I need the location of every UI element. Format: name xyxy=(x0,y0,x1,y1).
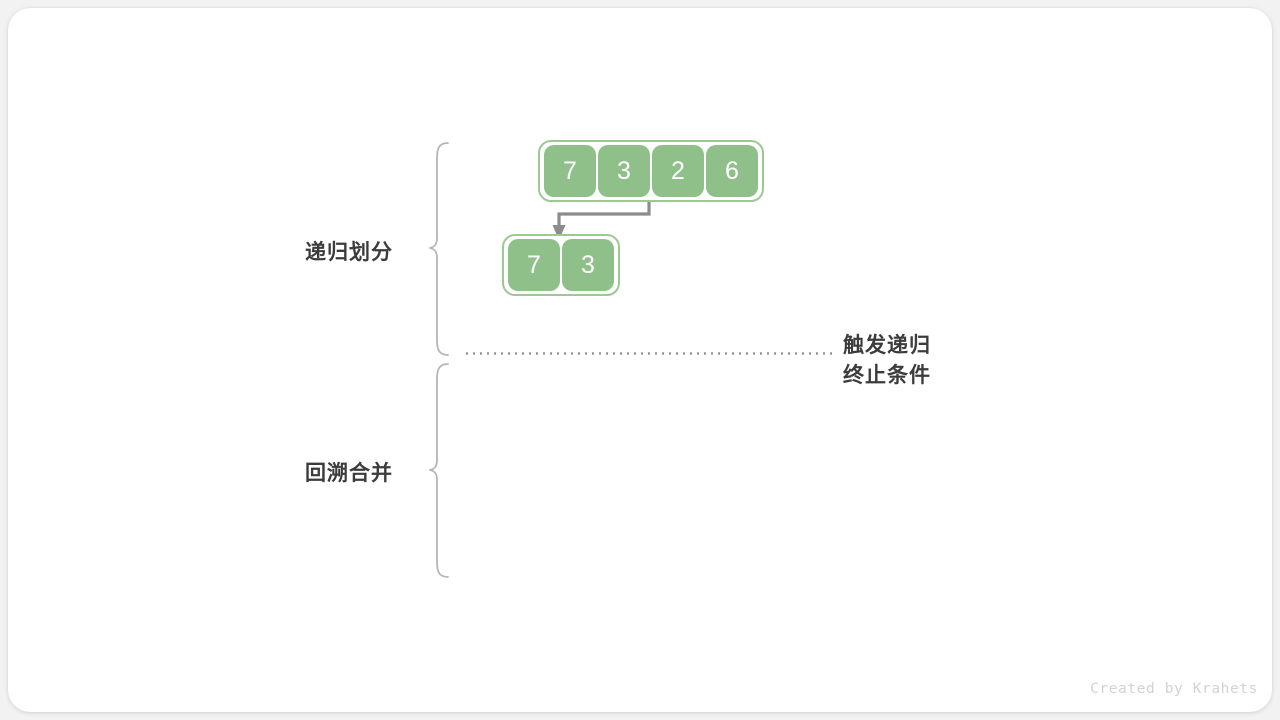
array-cell: 7 xyxy=(544,145,596,197)
array-original: 7 3 2 6 xyxy=(538,140,764,202)
array-cell: 6 xyxy=(706,145,758,197)
watermark-credit: Created by Krahets xyxy=(1090,681,1258,697)
array-left-subarray: 7 3 xyxy=(502,234,620,296)
array-cell: 2 xyxy=(652,145,704,197)
termination-note-line-2: 终止条件 xyxy=(843,364,931,387)
array-cell: 3 xyxy=(598,145,650,197)
array-cell: 7 xyxy=(508,239,560,291)
figure-card xyxy=(8,8,1272,712)
termination-note: 触发递归 终止条件 xyxy=(843,331,931,391)
phase-label-merge: 回溯合并 xyxy=(305,462,393,485)
array-cell: 3 xyxy=(562,239,614,291)
phase-label-divide: 递归划分 xyxy=(305,241,393,264)
termination-note-line-1: 触发递归 xyxy=(843,334,931,357)
